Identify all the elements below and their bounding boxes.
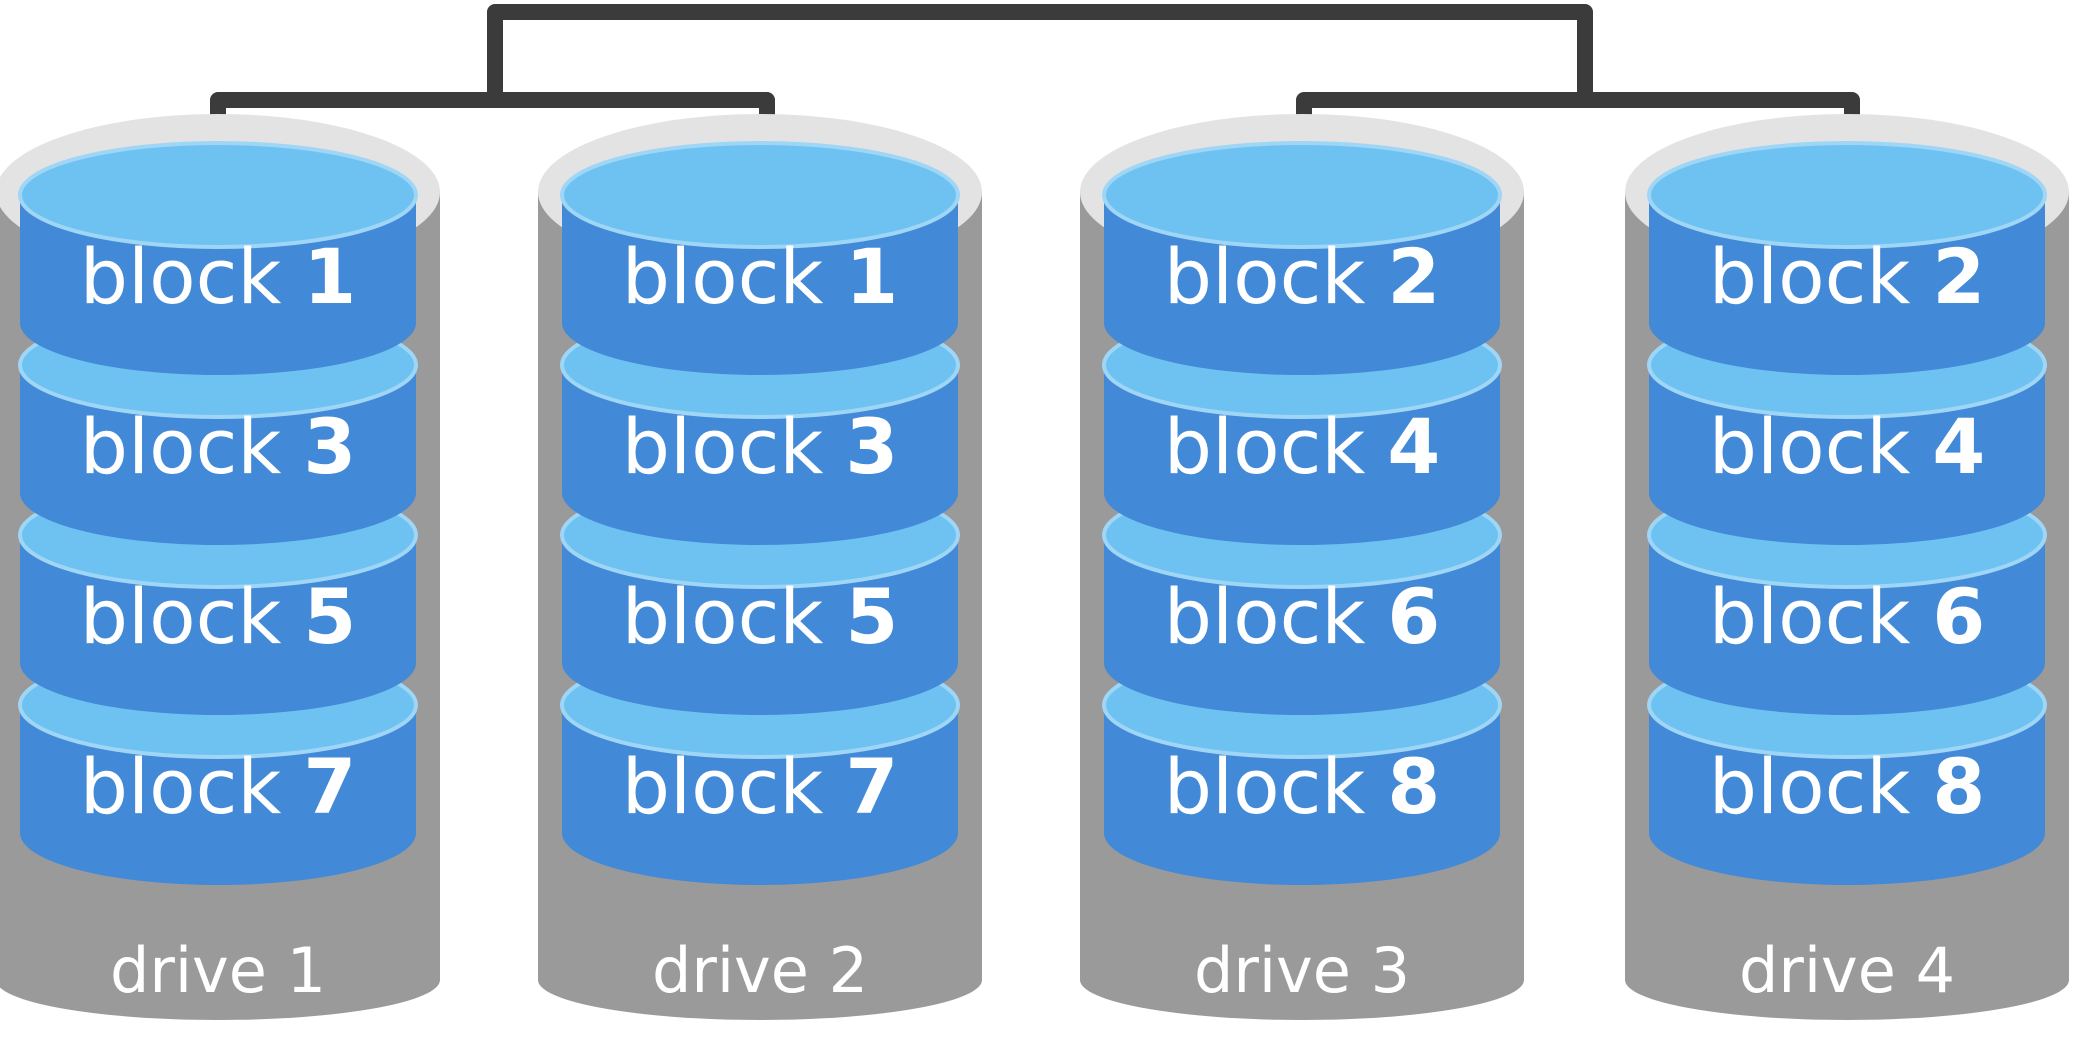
block-top (1647, 141, 2047, 249)
block-label-word: block (1164, 402, 1366, 491)
connector-lines (210, 4, 1860, 213)
block-label-word: block (1709, 572, 1911, 661)
block-label-number: 2 (1387, 232, 1440, 321)
block-label-word: block (622, 572, 824, 661)
block-label-word: block (1164, 742, 1366, 831)
block-label-number: 4 (1387, 402, 1440, 491)
block-label-number: 8 (1387, 742, 1440, 831)
block-label-word: block (1164, 232, 1366, 321)
drive-label: drive 3 (1194, 934, 1410, 1007)
block-label-word: block (622, 402, 824, 491)
block-label-word: block (1709, 402, 1911, 491)
block-top (1102, 141, 1502, 249)
block-label-word: block (80, 572, 282, 661)
connector-top-bar (487, 4, 1593, 108)
block-label-word: block (80, 402, 282, 491)
block-label-word: block (622, 742, 824, 831)
block-label-number: 7 (303, 742, 356, 831)
block-label-number: 6 (1932, 572, 1985, 661)
drive-label: drive 2 (652, 934, 868, 1007)
block-label-word: block (622, 232, 824, 321)
block-label-word: block (1709, 232, 1911, 321)
block-label-word: block (80, 232, 282, 321)
block-label-word: block (1164, 572, 1366, 661)
block-label-number: 6 (1387, 572, 1440, 661)
block-label-number: 1 (845, 232, 898, 321)
block-label-word: block (1709, 742, 1911, 831)
drive-label: drive 4 (1739, 934, 1955, 1007)
block-top (18, 141, 418, 249)
block-label-number: 7 (845, 742, 898, 831)
block-top (560, 141, 960, 249)
block-label-number: 5 (303, 572, 356, 661)
block-label-number: 1 (303, 232, 356, 321)
block-label-number: 2 (1932, 232, 1985, 321)
block-label-word: block (80, 742, 282, 831)
block-label-number: 3 (303, 402, 356, 491)
block-label-number: 4 (1932, 402, 1985, 491)
block-label-number: 3 (845, 402, 898, 491)
block-label-number: 8 (1932, 742, 1985, 831)
block-label-number: 5 (845, 572, 898, 661)
drive-label: drive 1 (110, 934, 326, 1007)
